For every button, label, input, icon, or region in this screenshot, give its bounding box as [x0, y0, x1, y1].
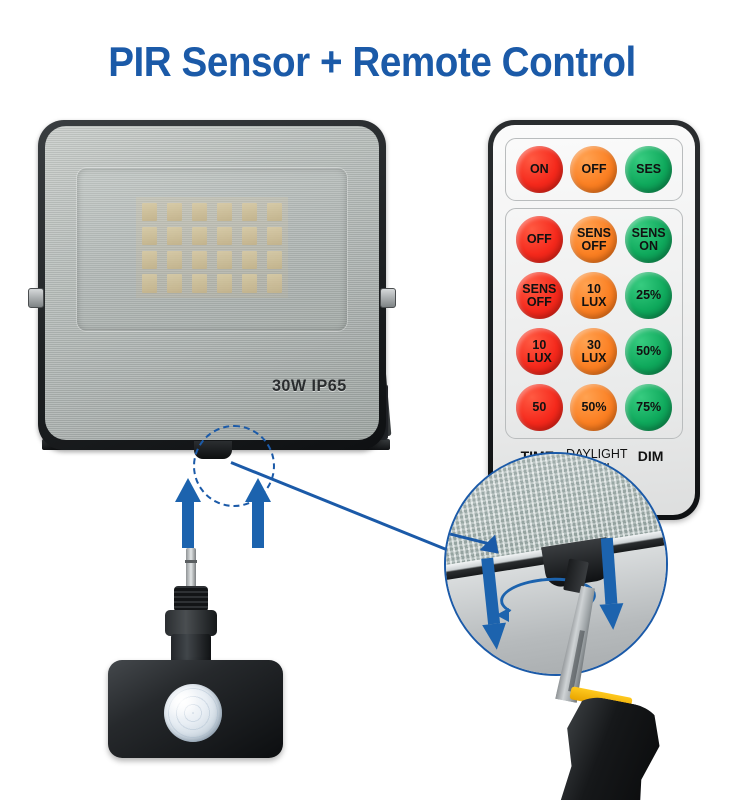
screwdriver-tool [538, 558, 678, 800]
remote-button-row-2: OFF SENS OFF SENS ON [512, 216, 676, 263]
remote-power-group: ON OFF SES [505, 138, 683, 201]
remote-button-time-10-lux-line1: 10 [532, 337, 547, 352]
remote-button-off[interactable]: OFF [570, 146, 618, 193]
remote-button-on[interactable]: ON [515, 146, 563, 193]
install-arrow-up-left [175, 478, 201, 548]
remote-button-time-10-lux[interactable]: 10 LUX [515, 328, 563, 375]
remote-button-30-lux[interactable]: 30 LUX [570, 328, 618, 375]
remote-button-sens-off[interactable]: SENS OFF [570, 216, 618, 263]
remote-button-row-4: 10 LUX 30 LUX 50% [512, 328, 676, 375]
remote-button-dim-75-label: 75% [636, 400, 662, 415]
remote-button-row-5: 50 50% 75% [512, 384, 676, 431]
remote-button-10-lux-daylight-line1: 10 [587, 281, 601, 296]
remote-settings-group: OFF SENS OFF SENS ON SENS OFF [505, 208, 683, 439]
remote-button-30-lux-line2: LUX [581, 350, 607, 365]
remote-button-sens-on-line1: SENS [631, 225, 666, 240]
page-title: PIR Sensor + Remote Control [108, 38, 636, 85]
hinge-screw-right [380, 288, 396, 308]
install-arrow-up-right [245, 478, 271, 548]
remote-button-daylight-50-label: 50% [581, 400, 607, 415]
floodlight-housing: 30W IP65 [28, 120, 396, 459]
remote-button-time-50[interactable]: 50 [515, 384, 563, 431]
fresnel-lens-dome [164, 684, 222, 742]
remote-button-time-sens-off-line2: OFF [526, 294, 552, 309]
sensor-threaded-stem [174, 586, 208, 612]
remote-button-10-lux-daylight[interactable]: 10 LUX [570, 272, 618, 319]
remote-button-time-off[interactable]: OFF [515, 216, 563, 263]
sensor-neck [171, 634, 211, 664]
led-array [136, 197, 288, 299]
hinge-screw-left [28, 288, 44, 308]
remote-button-time-10-lux-line2: LUX [526, 350, 552, 365]
remote-button-on-label: ON [529, 162, 549, 177]
remote-button-30-lux-line1: 30 [587, 337, 601, 352]
remote-button-time-off-label: OFF [526, 232, 552, 247]
remote-button-dim-25[interactable]: 25% [625, 272, 673, 319]
remote-button-10-lux-daylight-line2: LUX [581, 294, 607, 309]
remote-button-ses[interactable]: SES [625, 146, 673, 193]
magnified-detail-inset [444, 452, 668, 676]
remote-faceplate: ON OFF SES OFF SENS [493, 125, 695, 515]
remote-button-sens-off-line1: SENS [576, 225, 611, 240]
port-highlight-circle [193, 425, 275, 507]
floodlight-lens-glass [77, 168, 347, 331]
remote-button-row-1: ON OFF SES [512, 146, 676, 193]
remote-control[interactable]: ON OFF SES OFF SENS [488, 120, 700, 520]
screwdriver-handle [546, 692, 667, 800]
remote-button-time-sens-off-line1: SENS [522, 281, 557, 296]
sensor-collar [165, 610, 217, 636]
remote-button-off-label: OFF [581, 162, 607, 177]
wattage-ip-label: 30W IP65 [272, 376, 348, 395]
sensor-jack-plug [185, 548, 197, 588]
remote-button-ses-label: SES [636, 162, 662, 177]
remote-button-daylight-50[interactable]: 50% [570, 384, 618, 431]
remote-button-sens-off-line2: OFF [581, 238, 607, 253]
rotation-arrow-head [496, 608, 509, 622]
remote-button-sens-on-line2: ON [639, 238, 659, 253]
floodlight-front-panel: 30W IP65 [45, 126, 379, 440]
remote-button-dim-75[interactable]: 75% [625, 384, 673, 431]
sensor-body [108, 660, 283, 758]
pir-sensor-module [108, 548, 283, 763]
remote-button-sens-on[interactable]: SENS ON [625, 216, 673, 263]
remote-button-dim-50-label: 50% [636, 344, 662, 359]
remote-button-dim-50[interactable]: 50% [625, 328, 673, 375]
remote-button-time-50-label: 50 [532, 400, 547, 415]
remote-button-dim-25-label: 25% [636, 288, 662, 303]
remote-button-row-3: SENS OFF 10 LUX 25% [512, 272, 676, 319]
remote-button-time-sens-off[interactable]: SENS OFF [515, 272, 563, 319]
floodlight-product: 30W IP65 [22, 118, 422, 538]
